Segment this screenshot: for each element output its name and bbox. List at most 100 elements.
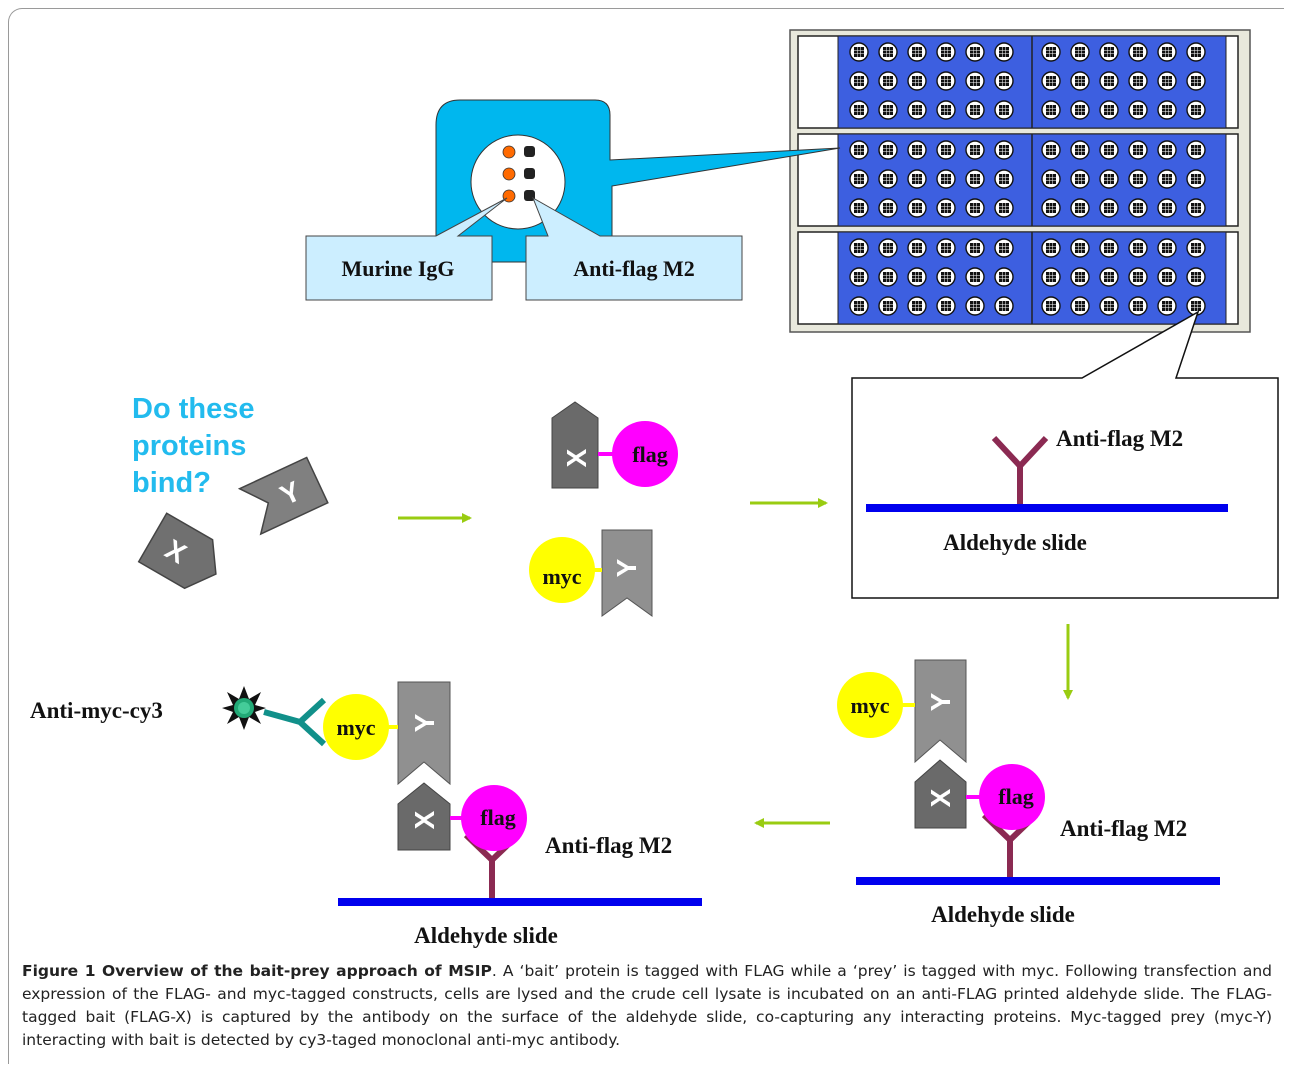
array-spot	[1157, 71, 1177, 91]
anti-flag-label-right: Anti-flag M2	[1060, 816, 1187, 841]
array-spot	[849, 169, 869, 189]
array-spot	[965, 100, 985, 120]
array-spot	[936, 198, 956, 218]
figure-caption: Figure 1 Overview of the bait-prey appro…	[22, 960, 1272, 1052]
array-spot	[1099, 169, 1119, 189]
cy3-star-icon	[222, 686, 266, 730]
array-spot	[1099, 140, 1119, 160]
array-spot	[936, 296, 956, 316]
array-spot	[878, 296, 898, 316]
aldehyde-slide-label-left: Aldehyde slide	[414, 923, 558, 948]
array-spot	[1128, 42, 1148, 62]
array-spot	[1099, 267, 1119, 287]
array-spot	[849, 42, 869, 62]
caption-body: . A ‘bait’ protein is tagged with FLAG w…	[22, 962, 1272, 1049]
caption-title: Figure 1 Overview of the bait-prey appro…	[22, 962, 492, 980]
array-spot	[936, 169, 956, 189]
right-myc-label: myc	[850, 693, 889, 718]
anti-myc-cy3-label: Anti-myc-cy3	[30, 698, 163, 723]
array-spot	[1186, 198, 1206, 218]
murine-igg-callout: Murine IgG	[305, 197, 508, 301]
flag-tag-label: flag	[632, 442, 667, 467]
array-spot	[1157, 42, 1177, 62]
array-spot	[1041, 169, 1061, 189]
array-spot	[849, 100, 869, 120]
antibody-icon	[991, 435, 1049, 504]
left-flag-label: flag	[480, 805, 515, 830]
array-spot	[1128, 140, 1148, 160]
array-spot	[936, 71, 956, 91]
array-spot	[1041, 71, 1061, 91]
array-spot	[965, 169, 985, 189]
right-y-letter: Y	[925, 692, 956, 711]
array-spot	[1070, 140, 1090, 160]
array-spot	[1099, 198, 1119, 218]
array-spot	[1157, 140, 1177, 160]
array-spot	[1099, 42, 1119, 62]
left-myc-label: myc	[336, 715, 375, 740]
slide-zoom-box: Anti-flag M2 Aldehyde slide	[851, 310, 1279, 599]
array-spot	[907, 296, 927, 316]
array-spot	[994, 169, 1014, 189]
myc-y-letter: Y	[611, 558, 642, 577]
array-spot	[907, 169, 927, 189]
array-spot	[1041, 238, 1061, 258]
array-spot	[878, 140, 898, 160]
left-y-letter: Y	[409, 713, 440, 732]
array-spot	[994, 198, 1014, 218]
array-spot	[1186, 42, 1206, 62]
array-spot	[878, 198, 898, 218]
array-spot	[907, 100, 927, 120]
array-spot	[994, 267, 1014, 287]
array-spot	[1041, 140, 1061, 160]
array-spot	[1186, 140, 1206, 160]
array-spot	[849, 71, 869, 91]
array-spot	[1157, 296, 1177, 316]
array-spot	[1128, 296, 1148, 316]
array-spot	[1186, 100, 1206, 120]
array-spot	[936, 100, 956, 120]
right-flag-label: flag	[998, 784, 1033, 809]
array-spot	[994, 296, 1014, 316]
array-spot	[936, 42, 956, 62]
array-spot	[849, 238, 869, 258]
detection-complex-left: Y myc X flag Anti-myc-cy3 Anti-flag M2 A…	[30, 681, 702, 948]
flag-x-construct: X flag	[551, 401, 678, 489]
array-spot	[1041, 42, 1061, 62]
aldehyde-slide-label-right: Aldehyde slide	[931, 902, 1075, 927]
flag-x-letter: X	[561, 448, 592, 467]
array-spot	[849, 198, 869, 218]
captured-complex-right: Y myc X flag Anti-flag M2 Aldehyde slide	[837, 659, 1220, 927]
right-x-letter: X	[925, 788, 956, 807]
array-spot	[1041, 100, 1061, 120]
array-spot	[965, 71, 985, 91]
array-spot	[907, 140, 927, 160]
array-spot	[1128, 267, 1148, 287]
question-line-2: proteins	[132, 430, 246, 462]
array-spot	[1041, 296, 1061, 316]
myc-y-construct: Y myc	[529, 529, 653, 617]
array-plate	[789, 29, 1251, 333]
array-spot	[1070, 42, 1090, 62]
array-spot	[965, 267, 985, 287]
array-spot	[907, 42, 927, 62]
aldehyde-slide-label-box: Aldehyde slide	[943, 530, 1087, 555]
array-spot	[1186, 71, 1206, 91]
array-spot	[878, 71, 898, 91]
array-spot	[1186, 238, 1206, 258]
array-spot	[878, 42, 898, 62]
array-spot	[1070, 169, 1090, 189]
array-spot	[1099, 296, 1119, 316]
anti-flag-label-box: Anti-flag M2	[1056, 426, 1183, 451]
array-spot	[965, 42, 985, 62]
array-spot	[1186, 267, 1206, 287]
left-x-letter: X	[409, 810, 440, 829]
array-spot	[1128, 238, 1148, 258]
array-spot	[1128, 100, 1148, 120]
array-spot	[965, 198, 985, 218]
protein-y-free: Y	[237, 456, 329, 536]
array-spot	[878, 169, 898, 189]
array-spot	[936, 140, 956, 160]
array-spot	[1070, 296, 1090, 316]
array-spot	[1070, 198, 1090, 218]
